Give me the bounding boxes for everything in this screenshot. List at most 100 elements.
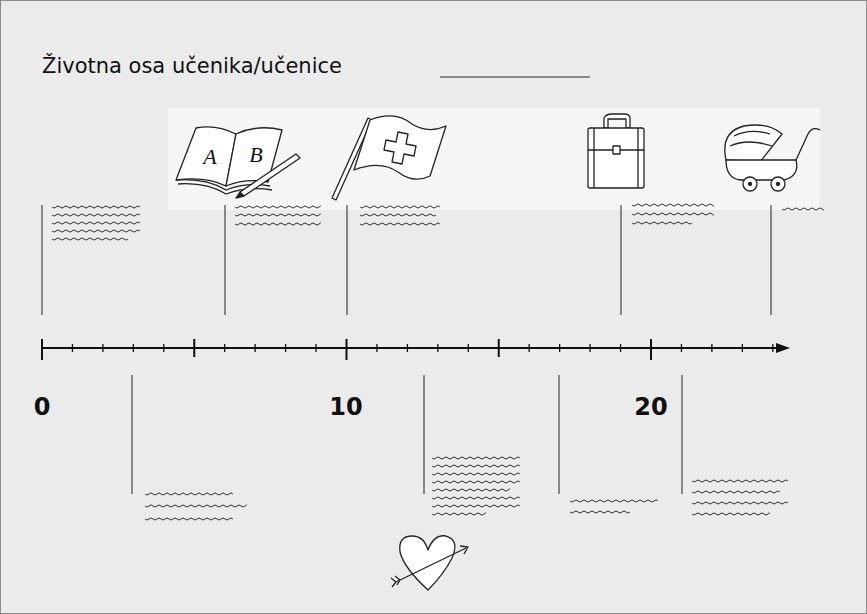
placeholder-line bbox=[432, 465, 520, 467]
briefcase-icon bbox=[588, 114, 644, 188]
axis-tick bbox=[193, 339, 195, 357]
axis-tick bbox=[498, 339, 500, 357]
placeholder-lines bbox=[52, 204, 824, 520]
placeholder-line bbox=[632, 204, 714, 206]
placeholder-line bbox=[360, 206, 440, 208]
leader-line bbox=[771, 205, 772, 315]
axis-tick bbox=[437, 344, 438, 352]
axis-tick bbox=[620, 344, 621, 352]
axis-tick bbox=[224, 344, 225, 352]
leader-line bbox=[559, 375, 560, 494]
placeholder-line bbox=[145, 493, 233, 495]
placeholder-line bbox=[52, 230, 140, 232]
placeholder-line bbox=[235, 206, 321, 208]
placeholder-line bbox=[632, 222, 692, 224]
axis-tick bbox=[163, 344, 164, 352]
placeholder-line bbox=[432, 473, 520, 475]
axis-tick bbox=[346, 339, 348, 360]
axis-tick bbox=[650, 339, 652, 360]
axis-tick bbox=[72, 344, 73, 352]
placeholder-line bbox=[432, 457, 520, 459]
pram-icon-part bbox=[796, 129, 820, 160]
placeholder-line bbox=[692, 502, 788, 504]
placeholder-line bbox=[145, 518, 233, 520]
pram-icon-part bbox=[777, 183, 780, 186]
axis-tick bbox=[407, 344, 408, 352]
axis-tick bbox=[589, 344, 590, 352]
axis-tick bbox=[772, 344, 773, 352]
placeholder-line bbox=[692, 480, 788, 482]
placeholder-line bbox=[570, 500, 658, 502]
placeholder-line bbox=[235, 223, 321, 225]
swiss-flag-icon bbox=[332, 116, 446, 200]
event-leaders bbox=[42, 205, 771, 494]
placeholder-line bbox=[692, 491, 780, 493]
leader-line bbox=[347, 205, 348, 315]
briefcase-icon-part bbox=[604, 114, 630, 128]
book-icon-part bbox=[176, 127, 236, 186]
placeholder-line bbox=[52, 238, 128, 240]
leader-line bbox=[621, 205, 622, 315]
swiss-flag-icon-part bbox=[354, 116, 446, 179]
placeholder-line bbox=[432, 497, 520, 499]
time-axis bbox=[42, 339, 790, 360]
axis-tick bbox=[559, 344, 560, 352]
placeholder-line bbox=[782, 208, 824, 210]
axis-tick bbox=[133, 344, 134, 352]
placeholder-line bbox=[360, 214, 436, 216]
briefcase-icon-part bbox=[588, 128, 644, 188]
axis-number: 0 bbox=[34, 395, 51, 419]
axis-tick bbox=[742, 344, 743, 352]
axis-tick bbox=[376, 344, 377, 352]
briefcase-icon-part bbox=[613, 146, 620, 154]
axis-tick bbox=[254, 344, 255, 352]
placeholder-line bbox=[52, 222, 140, 224]
placeholder-line bbox=[52, 206, 140, 208]
axis-tick bbox=[315, 344, 316, 352]
axis-tick bbox=[41, 339, 43, 360]
placeholder-line bbox=[432, 489, 510, 491]
axis-line bbox=[42, 347, 780, 349]
book-icon-part bbox=[226, 128, 282, 186]
leader-line bbox=[682, 375, 683, 494]
axis-tick bbox=[102, 344, 103, 352]
pram-icon bbox=[725, 125, 820, 191]
book-letter: B bbox=[249, 144, 262, 166]
axis-tick bbox=[711, 344, 712, 352]
axis-tick bbox=[529, 344, 530, 352]
heart-icon-part bbox=[396, 548, 466, 582]
placeholder-line bbox=[235, 214, 321, 216]
placeholder-line bbox=[692, 513, 770, 515]
placeholder-line bbox=[432, 513, 486, 515]
placeholder-line bbox=[360, 223, 440, 225]
placeholder-line bbox=[52, 214, 140, 216]
name-blank bbox=[440, 77, 590, 78]
briefcase-icon-part bbox=[594, 128, 638, 188]
leader-line bbox=[225, 205, 226, 315]
leader-line bbox=[132, 375, 133, 494]
heart-icon bbox=[391, 536, 468, 590]
icon-band bbox=[168, 108, 820, 210]
pram-icon-part bbox=[726, 160, 797, 180]
heart-icon-part bbox=[400, 536, 455, 590]
placeholder-line bbox=[632, 213, 714, 215]
leader-line bbox=[42, 205, 43, 315]
pram-icon-part bbox=[749, 183, 752, 186]
book-icon-part bbox=[240, 154, 300, 196]
pram-icon-part bbox=[730, 131, 772, 146]
pram-icon-part bbox=[743, 177, 757, 191]
axis-number: 10 bbox=[329, 395, 362, 419]
placeholder-line bbox=[432, 505, 520, 507]
placeholder-line bbox=[570, 511, 630, 513]
axis-tick bbox=[285, 344, 286, 352]
axis-tick bbox=[681, 344, 682, 352]
leader-line bbox=[424, 375, 425, 494]
axis-arrowhead bbox=[776, 343, 790, 353]
pram-icon-part bbox=[725, 125, 782, 162]
placeholder-line bbox=[432, 481, 520, 483]
heart-icon-part bbox=[391, 576, 400, 587]
placeholder-line bbox=[145, 505, 247, 507]
